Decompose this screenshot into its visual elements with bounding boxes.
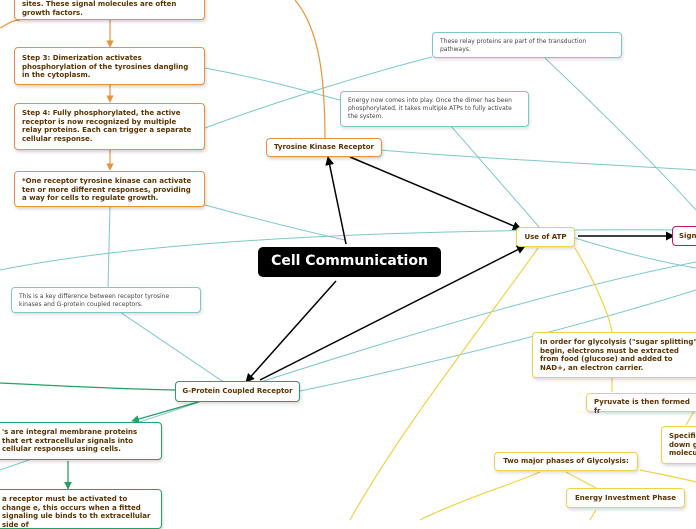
step2-tail-node[interactable]: sites. These signal molecules are often … — [14, 0, 205, 20]
one-receptor-text: *One receptor tyrosine kinase can activa… — [22, 177, 192, 202]
energy-note[interactable]: Energy now comes into play. Once the dim… — [340, 91, 529, 127]
gpcr-description-text: 's are integral membrane proteins that e… — [2, 428, 138, 453]
energy-investment-label: Energy Investment Phase — [575, 494, 676, 502]
one-receptor-node[interactable]: *One receptor tyrosine kinase can activa… — [14, 171, 205, 207]
step4-text: Step 4: Fully phosphorylated, the active… — [22, 109, 192, 143]
relay-note-text: These relay proteins are part of the tra… — [440, 38, 587, 53]
gpcr-activation-node[interactable]: a receptor must be activated to change e… — [0, 489, 162, 529]
gpcr-activation-text: a receptor must be activated to change e… — [2, 495, 151, 529]
pyruvate-node[interactable]: Pyruvate is then formed fr — [586, 393, 696, 415]
step3-text: Step 3: Dimerization activates phosphory… — [22, 54, 189, 79]
gpcr-description-node[interactable]: 's are integral membrane proteins that e… — [0, 422, 162, 460]
step2-tail-text: sites. These signal molecules are often … — [22, 0, 177, 17]
pyruvate-label: Pyruvate is then formed fr — [594, 398, 690, 415]
gpcr-node[interactable]: G-Protein Coupled Receptor — [175, 381, 300, 402]
signal-node[interactable]: Sign — [672, 226, 696, 246]
glycolysis-text: In order for glycolysis ("sugar splittin… — [540, 338, 696, 372]
main-links — [245, 156, 675, 383]
central-topic[interactable]: Cell Communication — [258, 247, 441, 277]
two-phases-label: Two major phases of Glycolysis: — [503, 457, 629, 465]
gpcr-label: G-Protein Coupled Receptor — [182, 387, 293, 395]
orange-links — [0, 0, 326, 171]
specific-text: Specific down g molecu — [669, 432, 696, 457]
use-of-atp-label: Use of ATP — [524, 233, 567, 241]
step4-node[interactable]: Step 4: Fully phosphorylated, the active… — [14, 103, 205, 150]
specific-node[interactable]: Specific down g molecu — [661, 426, 696, 464]
tyrosine-kinase-label: Tyrosine Kinase Receptor — [273, 143, 375, 151]
key-difference-text: This is a key difference between recepto… — [19, 293, 170, 308]
yellow-links — [349, 247, 696, 520]
relay-note[interactable]: These relay proteins are part of the tra… — [432, 32, 622, 58]
central-topic-label: Cell Communication — [271, 253, 428, 269]
tyrosine-kinase-node[interactable]: Tyrosine Kinase Receptor — [266, 138, 382, 157]
glycolysis-node[interactable]: In order for glycolysis ("sugar splittin… — [532, 332, 696, 378]
use-of-atp-node[interactable]: Use of ATP — [516, 227, 575, 247]
step3-node[interactable]: Step 3: Dimerization activates phosphory… — [14, 47, 205, 85]
signal-label: Sign — [679, 232, 696, 240]
green-links — [0, 382, 199, 490]
two-phases-node[interactable]: Two major phases of Glycolysis: — [494, 452, 638, 471]
energy-investment-node[interactable]: Energy Investment Phase — [566, 488, 685, 508]
key-difference-note[interactable]: This is a key difference between recepto… — [11, 287, 201, 313]
energy-note-text: Energy now comes into play. Once the dim… — [348, 97, 512, 120]
